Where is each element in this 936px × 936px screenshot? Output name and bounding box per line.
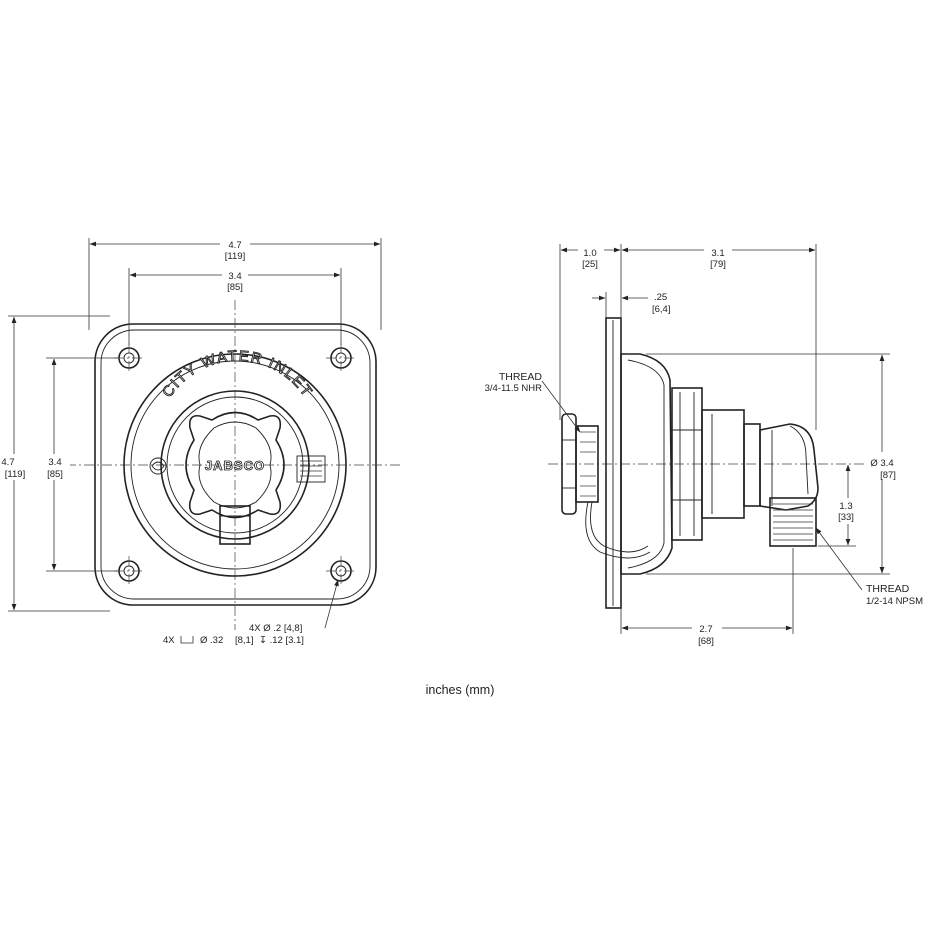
dim-depth-front-mm: [25] [582,259,598,270]
dim-hole-spacing-v: 3.4 [48,457,61,468]
mounting-holes [114,343,356,586]
thread-inlet-spec: 3/4-11.5 NHR [485,383,543,394]
thread-outlet-label: THREAD [866,583,910,595]
dim-overall-height-mm: [119] [5,469,25,480]
hole-callout-2d: ↧ .12 [3.1] [259,635,304,646]
dim-depth-rear: 3.1 [711,248,724,259]
dim-body-diameter: Ø 3.4 [870,458,893,469]
dim-outlet-length-mm: [68] [698,636,714,647]
hole-callout-2b: Ø .32 [200,635,223,646]
dim-body-diameter-mm: [87] [880,470,896,481]
spec-plate [296,455,326,483]
outlet-thread [769,497,817,547]
arc-label: CITY WATER INLET [159,348,316,401]
side-body [620,353,673,575]
body-outer-ring [123,353,347,577]
dim-outlet-offset: 1.3 [839,501,852,512]
inlet-cap [561,413,651,559]
dim-depth-rear-mm: [79] [710,259,726,270]
front-view: CITY WATER INLET JABSCO 4.7 [119] 3.4 [8… [1,238,400,646]
dim-outlet-offset-mm: [33] [838,512,854,523]
dim-flange-thickness: .25 [654,292,667,303]
knob [185,411,285,519]
dim-overall-height: 4.7 [1,457,14,468]
dim-overall-width: 4.7 [228,240,241,251]
thread-inlet-label: THREAD [499,371,543,383]
dim-overall-width-mm: [119] [225,251,245,262]
dim-hole-spacing-v-mm: [85] [47,469,63,480]
hole-callout-2a: 4X [163,635,175,646]
brand-label: JABSCO [205,458,265,473]
hole-callout-line1: 4X Ø .2 [4,8] [249,623,302,634]
dim-depth-front: 1.0 [583,248,596,259]
dim-outlet-length: 2.7 [699,624,712,635]
front-flange-inner [100,329,371,600]
units-caption: inches (mm) [425,683,495,697]
side-flange [605,317,622,609]
certification-logo-icon [149,457,167,475]
side-elbow [759,423,819,511]
dim-hole-spacing-h: 3.4 [228,271,241,282]
dim-flange-thickness-mm: [6,4] [652,304,671,315]
dim-hole-spacing-h-mm: [85] [227,282,243,293]
thread-outlet-spec: 1/2-14 NPSM [866,596,923,607]
side-view: 1.0 [25] 3.1 [79] .25 [6,4] THREAD 3/4-1… [485,244,923,647]
front-flange-outer [94,323,377,606]
hole-callout-2c: [8,1] [235,635,254,646]
